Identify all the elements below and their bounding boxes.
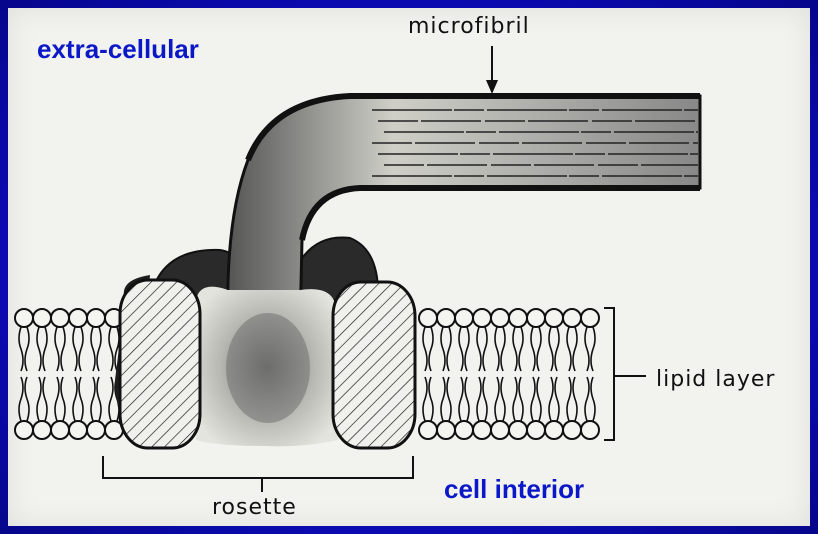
rosette-bracket <box>103 456 413 492</box>
lipid-layer-label: lipid layer <box>656 367 775 392</box>
extra-cellular-label: extra-cellular <box>37 34 199 65</box>
rosette-subunit-left <box>120 280 200 448</box>
rosette-core <box>196 287 338 447</box>
lipid-layer-bracket <box>604 308 646 440</box>
lipid-bilayer-left <box>15 309 123 439</box>
lipid-bilayer-right <box>419 309 599 439</box>
microfibril-arrow <box>486 46 498 94</box>
rosette-label: rosette <box>212 495 297 520</box>
rosette-subunit-right <box>333 282 415 448</box>
cell-interior-label: cell interior <box>444 474 584 505</box>
microfibril-label: microfibril <box>408 14 530 39</box>
